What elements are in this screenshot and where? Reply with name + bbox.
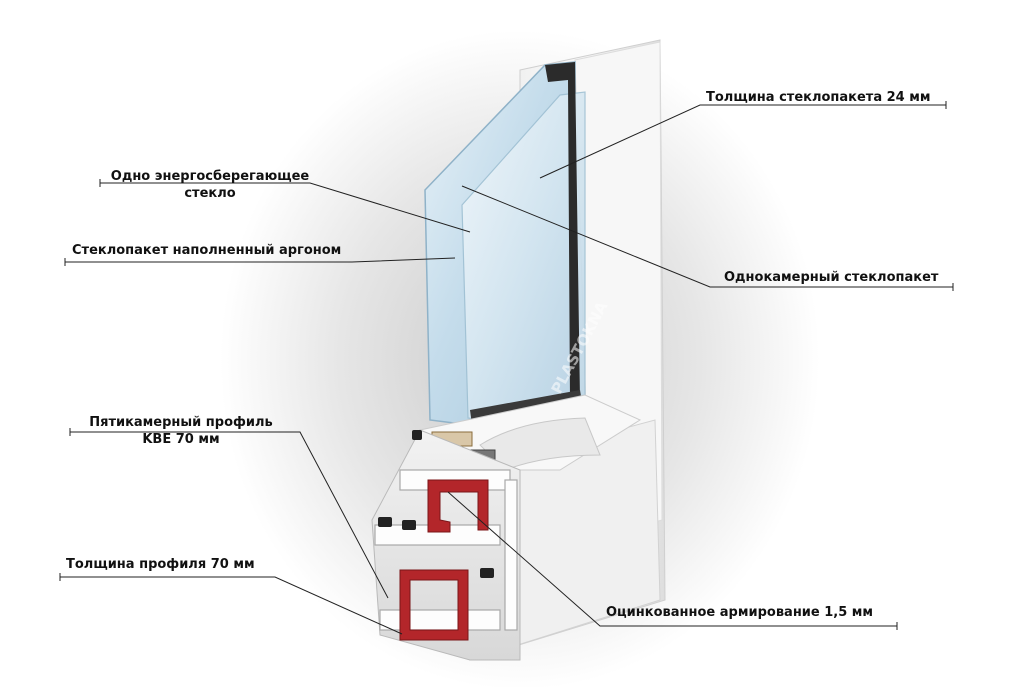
leader-reinforcement: [447, 491, 897, 627]
sash-curve: [479, 417, 601, 471]
leader-end-ticks: [59, 101, 954, 630]
label-argon-glass-unit-text: Стеклопакет наполненный аргоном: [72, 243, 342, 258]
frame-reinforcement: [399, 569, 469, 641]
label-argon-glass-unit: Стеклопакет наполненный аргоном: [72, 242, 341, 259]
leader-glass-thickness: [539, 104, 946, 179]
label-profile-thickness: Толщина профиля 70 мм: [66, 556, 255, 573]
label-glass-unit-thickness: Толщина стеклопакета 24 мм: [706, 89, 931, 106]
leader-argon: [65, 257, 456, 263]
leader-single-chamber: [461, 185, 953, 288]
label-energy-saving-glass: Одно энергосберегающее стекло: [108, 168, 312, 202]
leader-profile-thickness: [60, 576, 403, 635]
sash-reinforcement: [427, 479, 489, 533]
leader-energy-glass: [100, 182, 471, 233]
label-energy-saving-glass-line1: Одно энергосберегающее: [110, 169, 310, 184]
label-glass-unit-thickness-text: Толщина стеклопакета 24 мм: [706, 90, 931, 105]
leader-lines: [60, 104, 953, 635]
leader-five-chamber: [70, 431, 389, 599]
seal-gaskets: [378, 430, 494, 578]
label-galvanized-reinforcement: Оцинкованное армирование 1,5 мм: [606, 604, 873, 621]
label-galvanized-reinforcement-text: Оцинкованное армирование 1,5 мм: [606, 605, 874, 620]
label-five-chamber-profile-line1: Пятикамерный профиль: [89, 415, 273, 430]
label-single-chamber-unit-text: Однокамерный стеклопакет: [724, 270, 939, 285]
label-single-chamber-unit: Однокамерный стеклопакет: [724, 269, 938, 286]
label-profile-thickness-text: Толщина профиля 70 мм: [66, 557, 255, 572]
label-energy-saving-glass-line2: стекло: [184, 186, 236, 201]
label-five-chamber-profile-line2: KBE 70 мм: [142, 432, 220, 447]
label-five-chamber-profile: Пятикамерный профиль KBE 70 мм: [76, 414, 286, 448]
spacer-frame: [545, 62, 580, 402]
